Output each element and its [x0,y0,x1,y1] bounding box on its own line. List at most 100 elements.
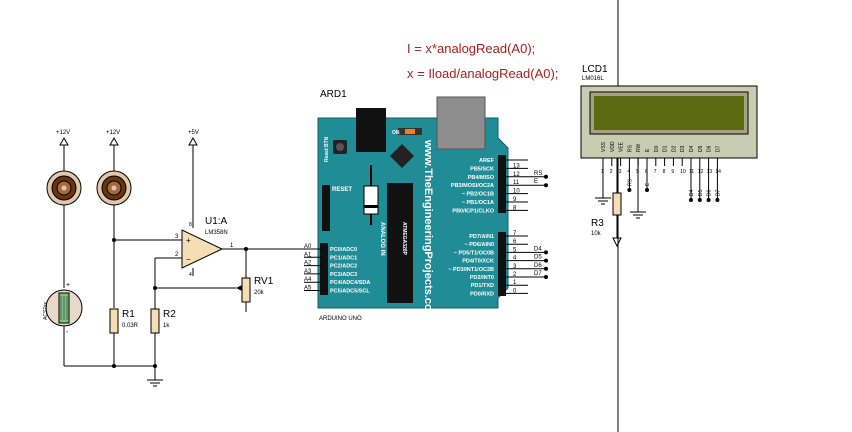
pin-label-A0: PC0/ADC0 [330,247,357,253]
svg-text:RV1: RV1 [254,276,274,287]
lcd-pin-label-D4: D4 [689,145,695,152]
lcd-pin-label-D7: D7 [715,145,721,152]
svg-text:R1: R1 [122,309,135,320]
net-label-A5: A5 [304,286,312,292]
pin-label-bot-2: ~ PD5/T1/OC0B [454,250,494,256]
lcd-pin-label-VSS: VSS [601,141,607,152]
lcd-pin-num-14: 14 [715,169,721,175]
current-sensor: ACS7xx + - [43,282,83,366]
lcd-net-label-RS: RS [627,178,633,186]
lcd-net-label-D6: D6 [707,189,713,196]
svg-text:2: 2 [175,252,179,258]
pin-label-bot-3: PD4/T0/XCK [462,259,494,265]
svg-text:3: 3 [175,234,179,240]
svg-text:−: − [186,255,191,264]
lcd-pin-num-3: 3 [619,169,622,175]
lcd-screen [594,96,744,130]
pin-num-bot-3: 4 [513,256,517,262]
arduino-board: ARD1 ON Reset BTN RESET ATMEGA328P ANALO… [317,89,509,322]
lcd-net-label-E: E [645,182,651,186]
svg-text:www.TheEngineeringProjects.com: www.TheEngineeringProjects.com [422,139,434,321]
svg-text:+: + [186,236,191,245]
lcd-pins: VSS1VDD2VEE3RS4RW5E6D07D18D29D310D411D51… [601,141,721,202]
lcd-pin-num-12: 12 [698,169,704,175]
pin-label-A3: PC3/ADC3 [330,272,357,278]
annotation-line-1: I = x*analogRead(A0); [407,41,535,56]
svg-text:+12V: +12V [56,130,70,136]
pin-num-bot-5: 2 [513,272,517,278]
svg-text:4: 4 [189,272,192,278]
pin-label-top-3: PB3/MOSI/OC2A [451,183,494,189]
net-label-A0: A0 [304,244,312,250]
lcd-pin-label-D0: D0 [654,145,660,152]
svg-text:R2: R2 [163,309,176,320]
lcd-pin-label-D2: D2 [671,145,677,152]
svg-text:1: 1 [230,243,234,249]
pin-label-bot-4: ~ PD3/INT1/OC2B [448,267,494,273]
lcd-net-label-D4: D4 [689,189,695,196]
pin-label-bot-0: PD7/AIN1 [469,234,494,240]
lcd-pin-num-9: 9 [671,169,674,175]
pin-label-top-6: PB0/ICP1/CLKO [452,208,494,214]
resistor-r1: R1 0.03R [109,238,182,366]
svg-text:ACS7xx: ACS7xx [43,301,49,320]
svg-text:LCD1: LCD1 [582,64,608,75]
pin-label-top-2: PB4/MISO [468,175,495,181]
net-label-A1: A1 [304,252,312,258]
ground-left [64,364,163,387]
atmega-chip [387,183,413,303]
svg-text:R3: R3 [591,218,604,229]
pin-num-top-2: 12 [513,172,520,178]
pin-label-top-1: PB5/SCK [470,166,494,172]
lcd-pin-label-D1: D1 [663,145,669,152]
svg-text:20k: 20k [254,290,265,296]
pin-label-top-5: ~ PB1/OC1A [462,200,494,206]
svg-text:ARDUINO UNO: ARDUINO UNO [319,316,362,322]
pin-label-top-4: ~ PB2/OC1B [462,192,494,198]
resistor-r2: R2 1k [150,257,236,366]
svg-text:10k: 10k [591,231,602,237]
lcd-net-label-D5: D5 [698,189,704,196]
lcd-pin-label-VDD: VDD [610,141,616,152]
usb-connector [356,108,386,152]
pin-label-top-0: AREF [479,158,495,164]
lcd-pin-label-RS: RS [627,144,633,152]
opamp-u1a: + − U1:A LM358N 3 2 1 8 4 [175,216,304,278]
net-label-A4: A4 [304,277,312,283]
svg-text:U1:A: U1:A [205,216,228,227]
lcd-pin-label-E: E [645,148,651,152]
lcd-pin-label-D6: D6 [707,145,713,152]
lcd-pin-num-10: 10 [680,169,686,175]
lcd-pin-num-7: 7 [654,169,657,175]
pin-label-bot-6: PD1/TXD [471,283,494,289]
pin-num-bot-6: 1 [513,280,517,286]
annotation-line-2: x = Iload/analogRead(A0); [407,66,558,81]
supply-12v-a: +12V [56,130,70,172]
lcd-pin-label-D5: D5 [698,145,704,152]
svg-text:ON: ON [392,130,400,136]
svg-text:+5V: +5V [188,130,199,136]
svg-text:+: + [66,282,70,289]
net-label-D6: D6 [534,263,542,269]
pin-num-top-6: 8 [513,205,517,211]
pin-label-A2: PC2/ADC2 [330,264,357,270]
lcd-pin-num-11: 11 [689,169,694,175]
svg-text:ANALOG IN: ANALOG IN [379,222,385,256]
net-label-D4: D4 [534,246,542,252]
lcd-pin-num-8: 8 [663,169,666,175]
svg-text:0.03R: 0.03R [122,323,139,329]
load-1 [46,170,82,288]
svg-text:Reset BTN: Reset BTN [324,136,330,162]
pin-num-top-1: 13 [513,163,520,169]
pin-num-bot-7: 0 [513,288,517,294]
lcd-pin-label-RW: RW [636,143,642,152]
svg-text:LM358N: LM358N [205,230,228,236]
power-jack [436,96,486,150]
pin-num-top-5: 9 [513,197,517,203]
pin-label-bot-1: ~ PD6/AIN0 [465,242,495,248]
supply-5v: +5V [188,130,199,228]
pin-label-bot-7: PD0/RXD [470,291,494,297]
pin-label-A5: PC5/ADC5/SCL [330,289,370,295]
